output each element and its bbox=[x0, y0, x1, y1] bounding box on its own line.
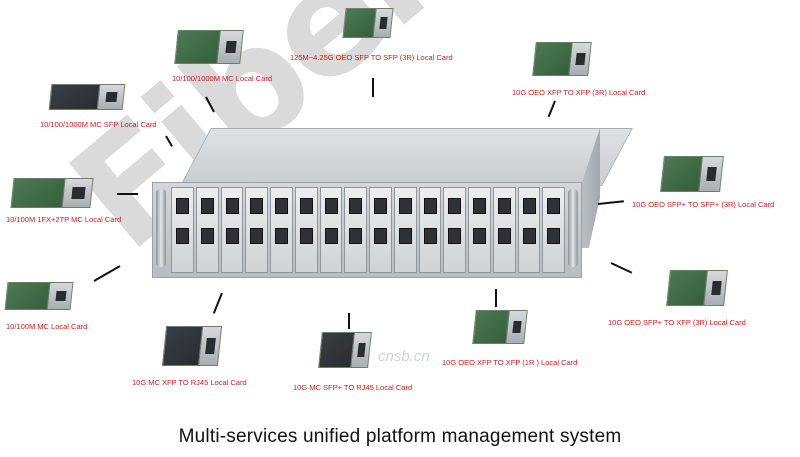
chassis-slot bbox=[294, 187, 318, 273]
card-image-10g-oeo-sfpp-sfpp-3r bbox=[660, 156, 724, 192]
card-label-10g-oeo-sfpp-sfpp-3r: 10G OEO SFP+ TO SFP+ (3R) Local Card bbox=[632, 200, 775, 209]
chassis-slot bbox=[542, 187, 565, 273]
chassis-slot bbox=[468, 187, 491, 273]
card-label-10g-oeo-xfp-xfp-1r: 10G OEO XFP TO XFP (1R ) Local Card bbox=[442, 358, 578, 367]
connector-line bbox=[205, 96, 215, 113]
chassis-slot bbox=[418, 187, 442, 273]
card-image-10-100-1000m-mc-sfp bbox=[48, 84, 126, 110]
card-image-10g-oeo-sfpp-xfp-3r bbox=[666, 270, 728, 306]
chassis-top bbox=[180, 128, 633, 186]
connector-line bbox=[372, 78, 374, 97]
connector-line bbox=[597, 200, 624, 205]
connector-line bbox=[117, 193, 138, 195]
chassis-slot bbox=[319, 187, 343, 273]
connector-line bbox=[93, 265, 121, 282]
chassis-front bbox=[152, 182, 582, 278]
chassis-slot bbox=[369, 187, 392, 273]
chassis bbox=[152, 128, 633, 278]
card-image-10g-mc-xfp-rj45 bbox=[161, 326, 223, 366]
chassis-slots bbox=[171, 187, 565, 273]
card-image-10g-oeo-xfp-xfp-3r bbox=[532, 42, 592, 76]
card-label-10g-mc-xfp-rj45: 10G MC XFP TO RJ45 Local Card bbox=[132, 378, 247, 387]
card-image-125m-oeo bbox=[342, 8, 394, 38]
card-label-10-100-1000m-mc: 10/100/1000M MC Local Card bbox=[172, 74, 273, 83]
chassis-slot bbox=[393, 187, 417, 273]
chassis-right-handle bbox=[568, 189, 578, 267]
chassis-slot bbox=[270, 187, 293, 273]
card-image-10-100m-mc bbox=[4, 282, 74, 310]
chassis-left-handle bbox=[156, 189, 166, 267]
connector-line bbox=[547, 100, 556, 118]
watermark-site: cnsb.cn bbox=[378, 348, 430, 365]
card-label-10-100m-mc: 10/100M MC Local Card bbox=[6, 322, 88, 331]
chassis-slot bbox=[245, 187, 268, 273]
card-image-10g-mc-sfpp-rj45 bbox=[318, 332, 372, 368]
connector-line bbox=[212, 292, 223, 314]
card-image-10-100-1000m-mc bbox=[174, 30, 244, 64]
chassis-slot bbox=[171, 187, 194, 273]
card-image-10g-oeo-xfp-xfp-1r bbox=[472, 310, 528, 344]
card-label-10g-mc-sfpp-rj45: 10G MC SFP+ TO RJ45 Local Card bbox=[293, 383, 413, 392]
chassis-slot bbox=[517, 187, 541, 273]
card-label-10g-oeo-sfpp-xfp-3r: 10G OEO SFP+ TO XFP (3R) Local Card bbox=[608, 318, 746, 327]
chassis-slot bbox=[195, 187, 219, 273]
card-label-10-100m-1fx2tp: 10/100M 1FX+2TP MC Local Card bbox=[6, 215, 122, 224]
connector-line bbox=[495, 289, 497, 307]
card-image-10-100m-1fx2tp bbox=[10, 178, 94, 208]
chassis-slot bbox=[344, 187, 367, 273]
chassis-slot bbox=[492, 187, 516, 273]
chassis-slot bbox=[220, 187, 244, 273]
card-label-125m-oeo: 125M~4.25G OEO SFP TO SFP (3R) Local Car… bbox=[290, 53, 453, 62]
card-label-10-100-1000m-mc-sfp: 10/100/1000M MC SFP Local Card bbox=[40, 120, 157, 129]
card-label-10g-oeo-xfp-xfp-3r: 10G OEO XFP TO XFP (3R) Local Card bbox=[512, 88, 646, 97]
page-title: Multi-services unified platform manageme… bbox=[178, 426, 622, 447]
connector-line bbox=[610, 262, 633, 274]
chassis-slot bbox=[443, 187, 466, 273]
connector-line bbox=[348, 313, 350, 329]
